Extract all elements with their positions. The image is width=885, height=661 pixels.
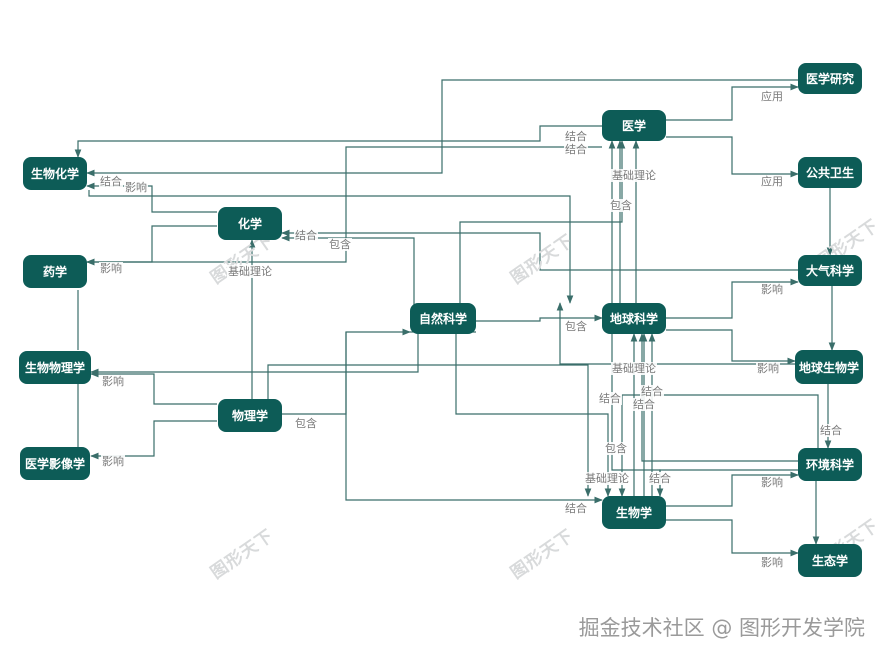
edge-line — [459, 140, 626, 303]
node-yaoxue[interactable]: 药学 — [23, 255, 87, 288]
edge-label: 结合 — [640, 385, 664, 398]
edge-label: 影响 — [101, 375, 125, 388]
edge-label: 基础理论 — [584, 472, 630, 485]
edge-line — [556, 302, 795, 365]
node-diqiushengwuxue[interactable]: 地球生物学 — [795, 350, 863, 384]
edge-line — [90, 420, 217, 460]
edge-label: 包含 — [564, 320, 588, 333]
edge-line — [666, 329, 796, 365]
node-huaxue[interactable]: 化学 — [218, 207, 282, 240]
edge-line — [88, 190, 574, 304]
edge-label: 结合 — [564, 502, 588, 515]
edge-label: 包含 — [604, 442, 628, 455]
edge-label: 结合 — [564, 143, 588, 156]
edge-line — [86, 146, 602, 266]
edge-label: 结合 — [648, 472, 672, 485]
node-yixueyanjiu[interactable]: 医学研究 — [798, 63, 862, 94]
edge-line — [666, 278, 799, 319]
node-shengwuxue[interactable]: 生物学 — [602, 496, 666, 529]
edge-line — [345, 332, 603, 504]
edge-line — [86, 225, 217, 266]
edge-label: 应用 — [760, 175, 784, 188]
edge-line — [656, 469, 798, 497]
edge-label: 结合 — [294, 229, 318, 242]
edge-label: 影响 — [760, 476, 784, 489]
edge-line — [267, 364, 592, 497]
edge-label: 结合 — [99, 175, 123, 188]
edge-label: 应用 — [760, 90, 784, 103]
edge-label: 包含 — [328, 238, 352, 251]
edge-label: 结合 — [598, 392, 622, 405]
edge-line — [666, 83, 799, 121]
edge-label: 影响 — [124, 181, 148, 194]
edge-line — [281, 234, 415, 333]
edge-label: 影响 — [99, 262, 123, 275]
edge-label: 影响 — [756, 362, 780, 375]
edge-label: 基础理论 — [227, 265, 273, 278]
node-shengwuwulixue[interactable]: 生物物理学 — [19, 351, 91, 384]
edge-line — [86, 182, 217, 213]
node-daqikexue[interactable]: 大气科学 — [798, 255, 862, 286]
edge-line — [666, 519, 799, 557]
edge-line — [90, 317, 419, 376]
edge-label: 基础理论 — [611, 362, 657, 375]
node-shengtaixue[interactable]: 生态学 — [798, 544, 862, 577]
edge-line — [90, 370, 217, 405]
edge-label: 包含 — [294, 417, 318, 430]
edge-label: 基础理论 — [611, 169, 657, 182]
node-yixue[interactable]: 医学 — [602, 110, 666, 141]
node-huanjingkexue[interactable]: 环境科学 — [798, 448, 862, 481]
edge-label: 影响 — [760, 283, 784, 296]
edge-label: 结合 — [632, 398, 656, 411]
node-gonggongweisheng[interactable]: 公共卫生 — [798, 157, 862, 188]
node-yixueyingxiangxue[interactable]: 医学影像学 — [20, 447, 90, 480]
edge-line — [281, 229, 798, 271]
edge-line — [666, 136, 799, 178]
footer-credit: 掘金技术社区 @ 图形开发学院 — [578, 616, 865, 640]
edge-label: 影响 — [760, 556, 784, 569]
edge-line — [282, 328, 411, 415]
edge-line — [74, 125, 602, 158]
edge-label: 包含 — [609, 199, 633, 212]
edge-line — [476, 314, 603, 322]
edge-label: 结合 — [564, 130, 588, 143]
edge-label: 结合 — [819, 424, 843, 437]
edge-line — [638, 333, 798, 462]
edge-line — [86, 79, 798, 177]
node-ziranxue[interactable]: 自然科学 — [410, 303, 476, 334]
node-wulixue[interactable]: 物理学 — [218, 399, 282, 432]
node-shengwuhuaxue[interactable]: 生物化学 — [23, 157, 87, 190]
edge-line — [666, 471, 799, 507]
edge-label: 影响 — [101, 455, 125, 468]
node-diqiukexue[interactable]: 地球科学 — [602, 303, 666, 334]
